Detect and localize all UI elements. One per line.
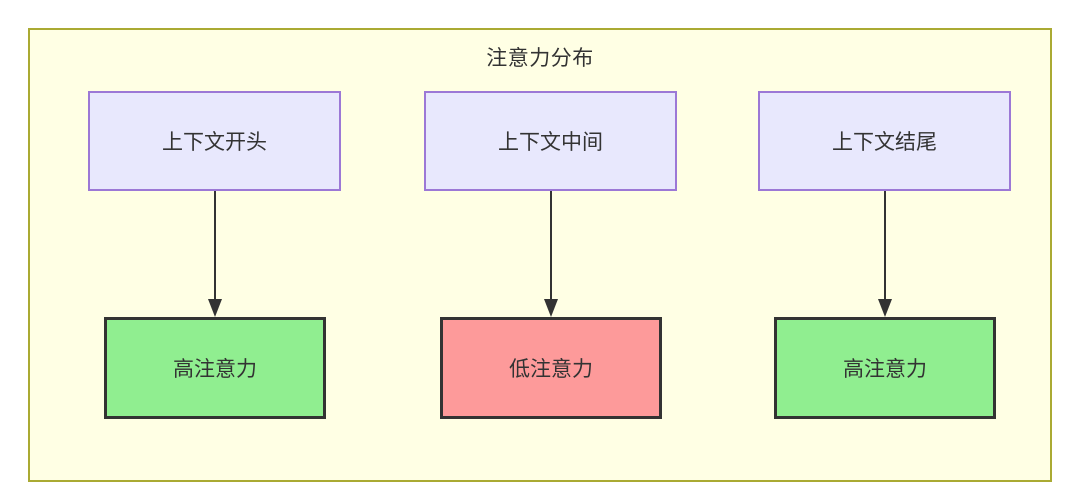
node-context-start[interactable]: 上下文开头 [88,91,341,191]
node-attention-high-start-label: 高注意力 [173,358,257,381]
arrow-down-icon-middle [544,191,558,317]
arrow-down-icon-start [208,191,222,317]
node-attention-high-start[interactable]: 高注意力 [104,317,326,419]
arrow-down-icon-end [878,191,892,317]
node-context-end-label: 上下文结尾 [832,131,937,154]
node-attention-low-middle-label: 低注意力 [509,358,593,381]
node-context-start-label: 上下文开头 [162,131,267,154]
node-context-middle[interactable]: 上下文中间 [424,91,677,191]
node-context-middle-label: 上下文中间 [498,131,603,154]
node-attention-high-end-label: 高注意力 [843,358,927,381]
node-attention-low-middle[interactable]: 低注意力 [440,317,662,419]
node-attention-high-end[interactable]: 高注意力 [774,317,996,419]
node-context-end[interactable]: 上下文结尾 [758,91,1011,191]
subgraph-title: 注意力分布 [486,47,594,70]
